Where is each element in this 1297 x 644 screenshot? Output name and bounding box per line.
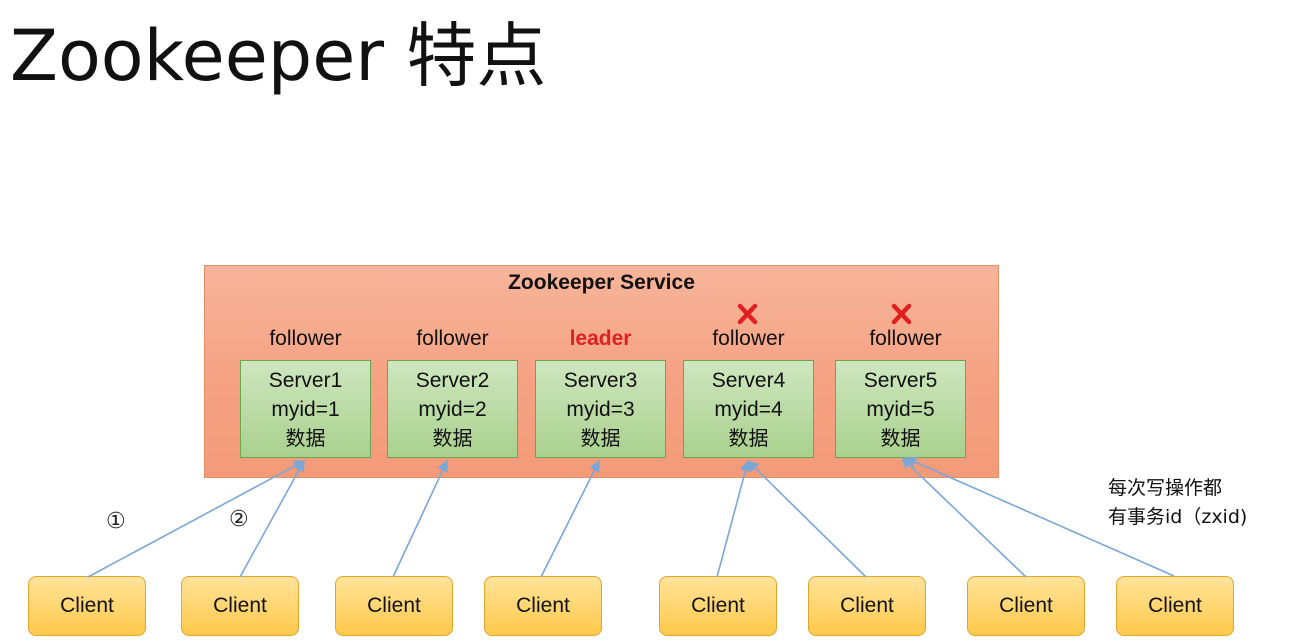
server-myid: myid=3 <box>566 397 635 421</box>
service-title: Zookeeper Service <box>508 271 695 294</box>
red-x-icon <box>737 303 758 325</box>
client-6: Client <box>808 576 926 636</box>
step-1-label: ① <box>106 509 126 534</box>
server-name: Server5 <box>863 368 938 392</box>
server-box-4: Server4 myid=4 数据 <box>683 360 814 458</box>
server-name: Server3 <box>563 368 638 392</box>
server-myid: myid=4 <box>714 397 783 421</box>
server5-role: follower <box>869 327 942 350</box>
arrow-client1-server1 <box>87 460 305 578</box>
server-box-1: Server1 myid=1 数据 <box>240 360 371 458</box>
server4-role: follower <box>712 327 785 350</box>
arrow-client8-server5 <box>904 456 1175 577</box>
server2-role: follower <box>416 327 489 350</box>
zxid-note-line-1: 每次写操作都 <box>1108 477 1223 499</box>
client-8: Client <box>1116 576 1234 636</box>
zxid-note-line-2: 有事务id（zxid) <box>1108 506 1248 528</box>
zxid-note: 每次写操作都 有事务id（zxid) <box>1108 474 1293 532</box>
server-myid: myid=2 <box>418 397 487 421</box>
arrow-client4-server3 <box>540 459 600 578</box>
server1-role: follower <box>269 327 342 350</box>
server-data: 数据 <box>880 425 921 450</box>
page-title: Zookeeper 特点 <box>10 15 547 97</box>
arrow-client7-server5 <box>901 457 1027 578</box>
server-myid: myid=5 <box>866 397 935 421</box>
server-box-5: Server5 myid=5 数据 <box>835 360 966 458</box>
client-7: Client <box>967 576 1085 636</box>
server-box-2: Server2 myid=2 数据 <box>387 360 518 458</box>
client-2: Client <box>181 576 299 636</box>
server-myid: myid=1 <box>271 397 340 421</box>
arrow-client6-server4 <box>747 460 867 578</box>
client-5: Client <box>659 576 777 636</box>
server-data: 数据 <box>728 425 769 450</box>
server3-role-leader: leader <box>569 327 632 350</box>
server-data: 数据 <box>285 425 326 450</box>
red-x-icon <box>891 303 912 325</box>
client-4: Client <box>484 576 602 636</box>
step-2-label: ② <box>229 507 249 532</box>
arrow-client3-server2 <box>392 459 448 578</box>
server-box-3: Server3 myid=3 数据 <box>535 360 666 458</box>
arrow-client5-server4 <box>716 459 751 578</box>
server-name: Server2 <box>415 368 490 392</box>
server-name: Server4 <box>711 368 786 392</box>
client-1: Client <box>28 576 146 636</box>
server-data: 数据 <box>580 425 621 450</box>
client-3: Client <box>335 576 453 636</box>
server-data: 数据 <box>432 425 473 450</box>
arrow-client2-server1 <box>239 460 305 578</box>
server-name: Server1 <box>268 368 343 392</box>
